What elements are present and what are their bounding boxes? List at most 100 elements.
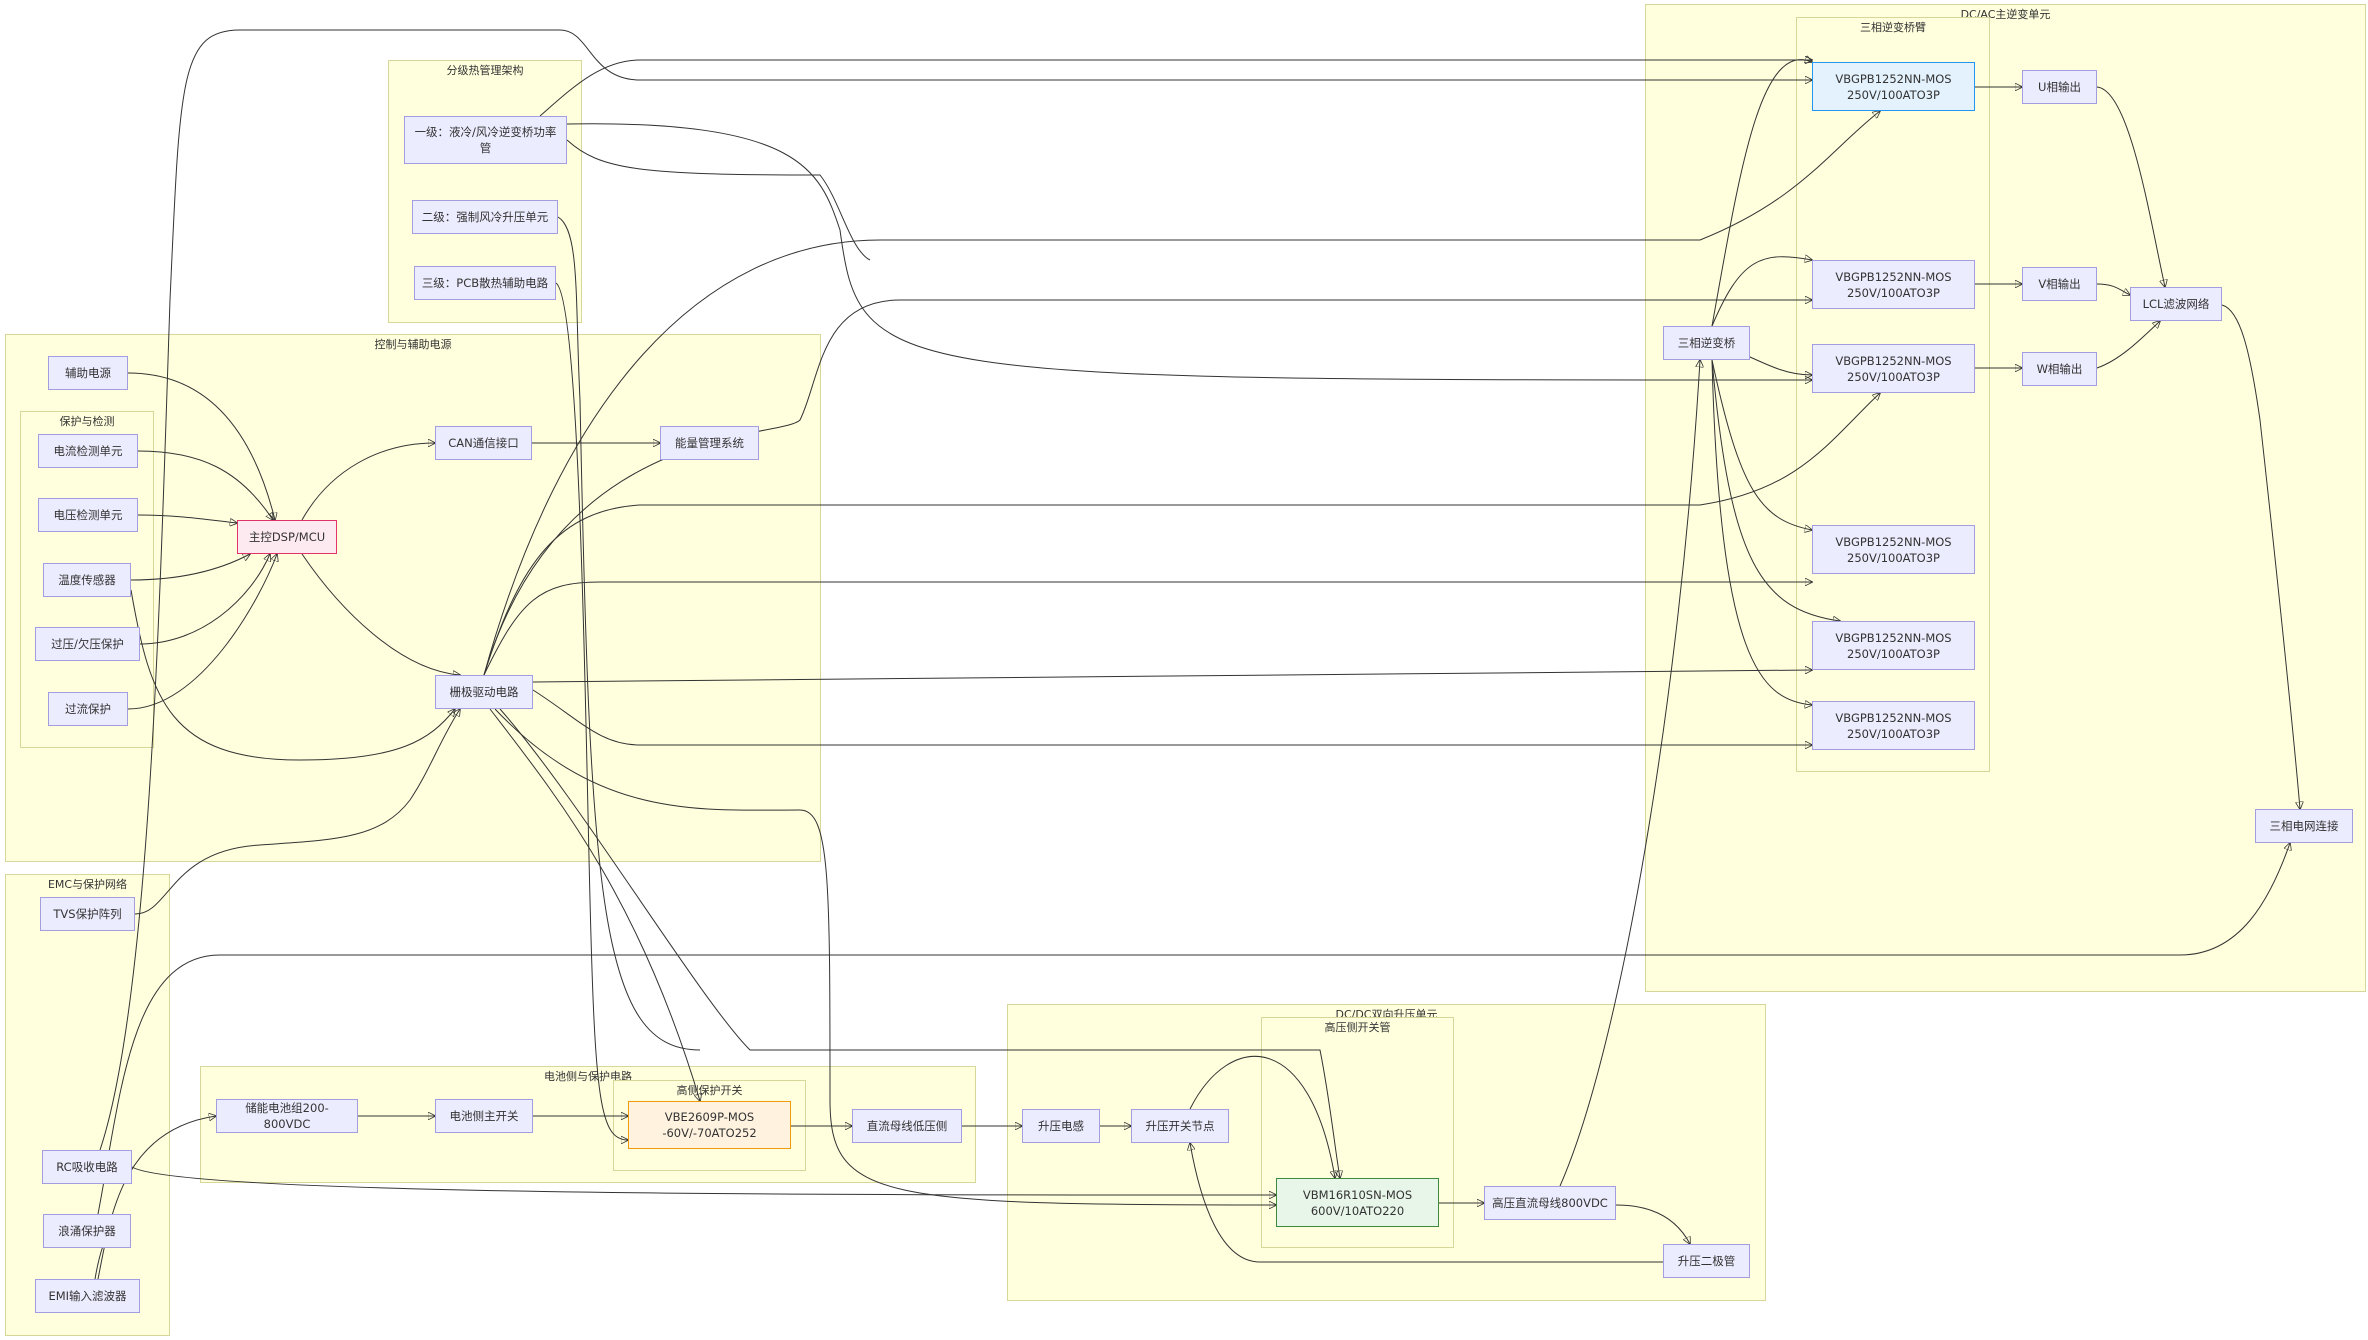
battery-switch-node: 电池侧主开关: [435, 1099, 533, 1133]
edge-hvbus-bridge: [1559, 360, 1700, 1187]
bridge-q5-rating-label: 250V/100ATO3P: [1847, 646, 1940, 661]
three-phase-bridge-node: 三相逆变桥: [1663, 326, 1750, 360]
bridge-q1-rating-label: 250V/100ATO3P: [1847, 87, 1940, 102]
bridge-q3-model-label: VBGPB1252NN-MOS: [1835, 353, 1952, 368]
edge-gate-q1: [483, 111, 1880, 676]
edge-emi-battery: [97, 1116, 216, 1280]
edge-node-vbm: [1189, 1056, 1335, 1178]
edge-v-lcl: [2096, 283, 2130, 295]
edge-rc-q1: [99, 29, 1812, 1151]
mcu-node: 主控DSP/MCU: [237, 520, 337, 554]
surge-protector-node: 浪涌保护器: [43, 1214, 131, 1248]
vbe2609p-rating-label: -60V/-70ATO252: [662, 1126, 757, 1140]
edge-u-lcl: [2096, 86, 2165, 287]
edge-gate-q6: [532, 689, 1812, 745]
edge-tvs-gate: [134, 709, 460, 915]
temp-sensor-label: 温度传感器: [58, 573, 116, 587]
emi-filter-node: EMI输入滤波器: [35, 1279, 140, 1313]
emi-filter-label: EMI输入滤波器: [48, 1289, 127, 1303]
current-sense-label: 电流检测单元: [53, 444, 123, 458]
edge-w-lcl: [2096, 321, 2160, 369]
vbm16r10sn-model-label: VBM16R10SN-MOS: [1302, 1187, 1413, 1202]
boost-inductor-label: 升压电感: [1038, 1119, 1084, 1133]
edge-gate-q2: [483, 300, 1812, 676]
edge-mcu-can: [301, 443, 435, 521]
cluster-emc: EMC与保护网络: [5, 874, 170, 1336]
oc-protect-label: 过流保护: [65, 702, 111, 716]
tvs-node: TVS保护阵列: [40, 897, 135, 931]
oc-protect-node: 过流保护: [48, 692, 128, 726]
edge-rc-vbm: [131, 1166, 1276, 1195]
rc-snubber-node: RC吸收电路: [42, 1150, 132, 1184]
bridge-q2-model-label: VBGPB1252NN-MOS: [1835, 269, 1952, 284]
edge-bridge-q4: [1711, 359, 1812, 530]
edge-bridge-q5: [1711, 359, 1840, 621]
thermal-level2-node: 二级：强制风冷升压单元: [412, 200, 558, 234]
battery-pack-node: 储能电池组200-800VDC: [216, 1099, 358, 1133]
edge-gate-q3: [483, 393, 1880, 676]
edge-gate-q4: [483, 582, 1812, 676]
temp-sensor-node: 温度传感器: [43, 563, 131, 597]
edge-hvbus-diode: [1615, 1204, 1690, 1244]
edge-temp-mcu: [130, 554, 250, 581]
surge-protector-label: 浪涌保护器: [58, 1224, 116, 1238]
bridge-q3-node: VBGPB1252NN-MOS 250V/100ATO3P: [1812, 344, 1975, 393]
edge-bridge-q2: [1711, 257, 1812, 327]
cluster-dcac: DC/AC主逆变单元: [1645, 4, 2366, 992]
edge-ovuv-mcu: [139, 554, 270, 645]
three-phase-bridge-label: 三相逆变桥: [1677, 336, 1736, 350]
edge-mcu-gate: [301, 553, 460, 675]
thermal-level1-node: 一级：液冷/风冷逆变桥功率管: [404, 116, 567, 164]
ov-uv-protect-node: 过压/欠压保护: [35, 627, 140, 661]
edge-lcl-grid: [2221, 304, 2300, 809]
edge-diode-node: [1190, 1143, 1663, 1263]
cluster-hvsw-title: 高压侧开关管: [1324, 1021, 1391, 1034]
edge-bridge-q1: [1711, 60, 1812, 327]
bridge-q4-model-label: VBGPB1252NN-MOS: [1835, 534, 1952, 549]
grid-connection-node: 三相电网连接: [2255, 809, 2353, 843]
edge-thermal2-vbm: [557, 216, 701, 1051]
edge-thermal1-gate: [566, 139, 871, 261]
v-phase-output-label: V相输出: [2038, 277, 2081, 291]
boost-inductor-node: 升压电感: [1022, 1109, 1100, 1143]
battery-switch-label: 电池侧主开关: [449, 1109, 519, 1123]
edge-aux-mcu: [127, 372, 275, 520]
u-phase-output-label: U相输出: [2038, 80, 2081, 94]
boost-diode-label: 升压二极管: [1677, 1254, 1736, 1268]
tvs-label: TVS保护阵列: [53, 907, 122, 921]
gate-driver-node: 栅极驱动电路: [435, 675, 533, 709]
voltage-sense-node: 电压检测单元: [38, 498, 138, 532]
current-sense-node: 电流检测单元: [38, 434, 138, 468]
bridge-q1-model-label: VBGPB1252NN-MOS: [1835, 71, 1952, 86]
bridge-q2-node: VBGPB1252NN-MOS 250V/100ATO3P: [1812, 260, 1975, 309]
bridge-q6-rating-label: 250V/100ATO3P: [1847, 726, 1940, 741]
dc-bus-low-node: 直流母线低压侧: [852, 1109, 962, 1143]
battery-pack-label: 储能电池组200-800VDC: [245, 1101, 329, 1131]
bridge-q2-rating-label: 250V/100ATO3P: [1847, 285, 1940, 300]
vbm16r10sn-mos-node: VBM16R10SN-MOS 600V/10ATO220: [1276, 1178, 1439, 1227]
bridge-q1-node: VBGPB1252NN-MOS 250V/100ATO3P: [1812, 62, 1975, 111]
thermal-level1-label: 一级：液冷/风冷逆变桥功率管: [414, 125, 557, 155]
edge-thermal3-vbe: [555, 282, 628, 1140]
edge-oc-mcu: [127, 554, 277, 710]
edge-gate-vbe: [489, 708, 700, 1101]
cluster-battery-title: 电池侧与保护电路: [544, 1070, 632, 1083]
cluster-control-title: 控制与辅助电源: [374, 338, 452, 351]
boost-switch-label: 升压开关节点: [1145, 1119, 1215, 1133]
hv-bus-node: 高压直流母线800VDC: [1484, 1186, 1616, 1220]
cluster-thermal-title: 分级热管理架构: [446, 64, 524, 77]
vbe2609p-mos-node: VBE2609P-MOS -60V/-70ATO252: [628, 1101, 791, 1149]
u-phase-output-node: U相输出: [2022, 70, 2097, 104]
edge-gate-q5: [532, 670, 1812, 683]
lcl-filter-node: LCL滤波网络: [2130, 287, 2222, 321]
dc-bus-low-label: 直流母线低压侧: [866, 1119, 948, 1133]
lcl-filter-label: LCL滤波网络: [2142, 297, 2210, 311]
edge-thermal1-q3: [566, 123, 1812, 380]
cluster-protect-title: 保护与检测: [59, 415, 115, 428]
mcu-label: 主控DSP/MCU: [248, 530, 326, 544]
bridge-q4-rating-label: 250V/100ATO3P: [1847, 550, 1940, 565]
grid-connection-label: 三相电网连接: [2269, 819, 2339, 833]
bridge-q4-node: VBGPB1252NN-MOS 250V/100ATO3P: [1812, 525, 1975, 574]
